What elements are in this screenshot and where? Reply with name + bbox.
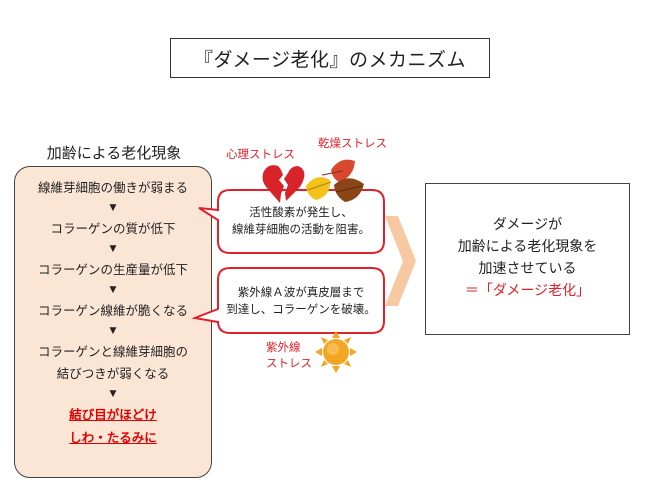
aging-heading: 加齢による老化現象 [46, 144, 182, 162]
aging-process-box: 線維芽細胞の働きが弱まる ▼ コラーゲンの質が低下 ▼ コラーゲンの生産量が低下… [14, 166, 212, 478]
uv-stress-label-line2: ストレス [266, 356, 312, 370]
down-arrow-icon: ▼ [109, 326, 117, 336]
step-collagen-production: コラーゲンの生産量が低下 [37, 262, 188, 277]
conclusion-line2: 加齢による老化現象を [457, 239, 598, 255]
sun-icon [315, 331, 357, 373]
down-arrow-icon: ▼ [109, 285, 117, 295]
down-arrow-icon: ▼ [109, 203, 117, 213]
down-arrow-icon: ▼ [109, 244, 117, 254]
broken-heart-icon [262, 165, 305, 203]
step-collagen-quality: コラーゲンの質が低下 [50, 221, 176, 236]
step-bond-weaken-line1: コラーゲンと線維芽細胞の [37, 344, 188, 359]
bubble-bottom-line2: 到達し、コラーゲンを破壊。 [226, 302, 376, 316]
down-arrow-icon: ▼ [109, 389, 117, 399]
uv-stress-label-line1: 紫外線 [266, 340, 301, 354]
step-fibroblast-weaken: 線維芽細胞の働きが弱まる [37, 180, 188, 195]
title-text: 『ダメージ老化』のメカニズム [193, 48, 467, 71]
result-line2: しわ・たるみに [69, 430, 157, 445]
big-right-arrow [385, 216, 416, 306]
conclusion-box: ダメージが 加齢による老化現象を 加速させている ＝「ダメージ老化」 [425, 183, 630, 335]
bubble-bottom-line1: 紫外線Ａ波が真皮層まで [237, 285, 365, 299]
speech-bubble-bottom [191, 267, 385, 334]
bubble-top-line2: 線維芽細胞の活動を阻害。 [232, 222, 370, 236]
dryness-stress-label: 乾燥ストレス [318, 136, 387, 150]
conclusion-line3: 加速させている [478, 261, 577, 277]
bubble-top-line1: 活性酸素が発生し、 [249, 205, 353, 219]
step-bond-weaken-line2: 結びつきが弱くなる [56, 366, 170, 381]
conclusion-line1: ダメージが [492, 217, 563, 233]
step-collagen-fragile: コラーゲン線維が脆くなる [37, 303, 188, 318]
page-title: 『ダメージ老化』のメカニズム [170, 38, 490, 78]
psychological-stress-label: 心理ストレス [226, 147, 295, 161]
result-line1: 結び目がほどけ [69, 407, 157, 422]
speech-bubble-top [198, 189, 385, 254]
conclusion-line4: ＝「ダメージ老化」 [464, 283, 591, 299]
autumn-leaves-icon [306, 159, 364, 202]
